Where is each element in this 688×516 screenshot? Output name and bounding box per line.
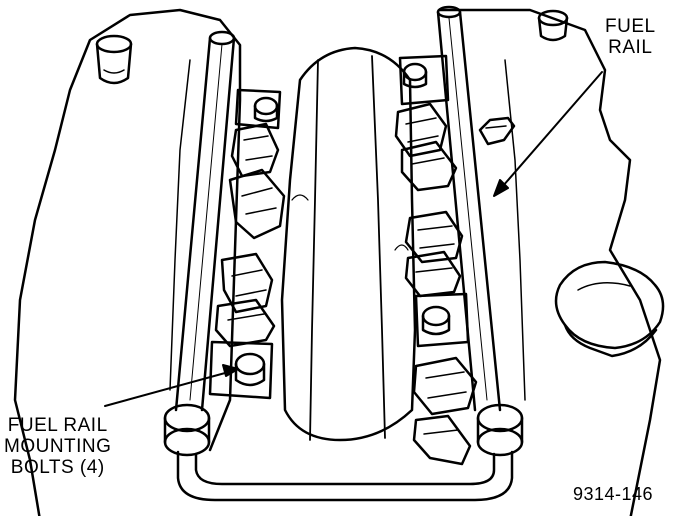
- right-injector-5: [412, 356, 478, 416]
- vacuum-fitting: [478, 116, 516, 146]
- left-injector-3: [220, 252, 274, 314]
- right-injector-3: [404, 210, 464, 264]
- fuel-rail-label: FUEL RAIL: [605, 16, 656, 58]
- left-injector-2: [228, 168, 286, 240]
- mounting-bolts-label: FUEL RAIL MOUNTING BOLTS (4): [4, 415, 111, 478]
- fuel-rail-label-line-2: RAIL: [608, 37, 653, 58]
- mounting-bolts-label-line-2: MOUNTING: [4, 436, 112, 457]
- right-bracket-lower: [414, 292, 470, 348]
- left-injector-4: [214, 298, 276, 348]
- figure-number: 9314-146: [573, 484, 654, 504]
- intake-plenum: [280, 46, 417, 442]
- fuel-rail-label-line-1: FUEL: [605, 16, 656, 37]
- right-injector-6: [412, 414, 472, 466]
- right-head-inner-edge: [504, 59, 526, 401]
- left-bracket-lower: [208, 340, 274, 400]
- left-bracket-upper: [234, 88, 282, 130]
- right-injector-4: [404, 250, 462, 298]
- mounting-bolts-label-line-3: BOLTS (4): [10, 457, 105, 478]
- right-injector-1: [394, 102, 448, 158]
- left-fuel-rail: [174, 30, 236, 412]
- right-bracket-upper: [398, 54, 450, 106]
- left-injector-1: [230, 122, 280, 178]
- mounting-bolts-label-line-1: FUEL RAIL: [7, 415, 108, 436]
- left-cylinder-head: [13, 8, 242, 516]
- mounting-bolts-leader-arrow: [104, 364, 239, 407]
- left-head-inner-edge: [169, 59, 191, 391]
- fuel-rail-leader-arrow: [493, 71, 603, 197]
- right-fuel-rail: [436, 5, 502, 412]
- rail-crossover-tube: [163, 403, 524, 502]
- left-filler-neck: [95, 34, 133, 85]
- oil-filler-cap: [554, 260, 665, 358]
- right-cylinder-head: [438, 8, 662, 516]
- right-injector-2: [400, 140, 458, 192]
- right-filler-neck: [537, 9, 569, 42]
